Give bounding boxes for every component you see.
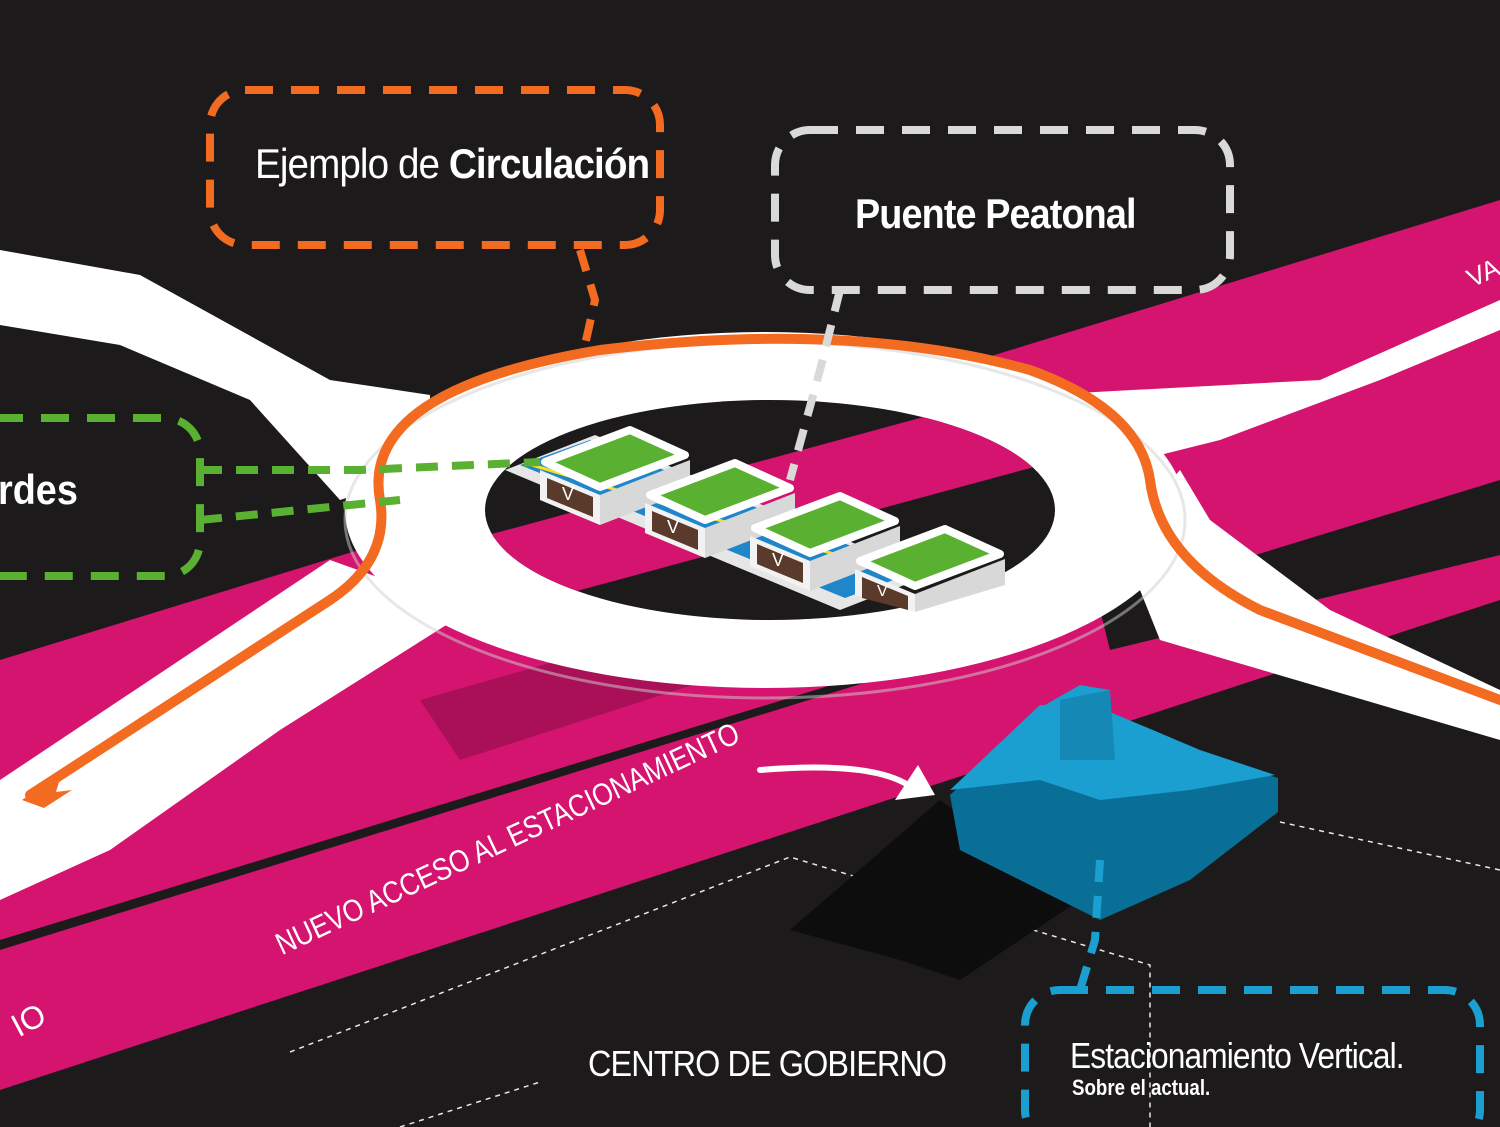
circulation-arrow-icon [22,772,72,808]
callout-circulacion-bold: Circulación [448,140,650,187]
callout-puente-pointer [786,289,844,482]
callout-circulacion-label: Ejemplo de Circulación [255,140,650,188]
bridge-module [750,492,900,591]
road-white-upper-left [0,250,430,500]
nuevo-acceso-arrow-head-icon [895,765,935,800]
callout-estacionamiento-box [1021,986,1484,1127]
callout-circulacion-box [206,86,664,249]
lot-outline-bottom [399,1081,541,1127]
callout-estacionamiento-pointer [1076,859,1104,992]
road-magenta-lower [0,555,1500,1090]
module-marker-1: V [562,484,575,504]
callout-estacionamiento-title: Estacionamiento Vertical. [1070,1035,1405,1076]
parking-shadow [790,800,1080,980]
callout-verdes-label: rdes [0,466,78,513]
road-white-lower-right [1120,470,1500,740]
module-marker-3: V [772,550,785,570]
bridge-module [540,426,690,525]
callout-puente-box [771,126,1234,294]
callout-circulacion-pointer [576,248,600,346]
parking-building [950,685,1278,920]
lot-outline-right [1279,821,1500,871]
module-marker-2: V [667,517,680,537]
callout-circulacion-prefix: Ejemplo de [255,140,449,187]
bridge-module [645,459,795,558]
nuevo-acceso-arrow [757,764,918,793]
callout-verdes-pointer [200,458,541,474]
bridge-module [855,525,1005,612]
road-white-upper-right [1040,300,1500,470]
callout-estacionamiento-subtitle: Sobre el actual. [1072,1075,1211,1100]
centro-de-gobierno-label: CENTRO DE GOBIERNO [588,1043,947,1084]
callout-puente-label: Puente Peatonal [855,190,1136,237]
road-white-lower-left [0,560,470,900]
pedestrian-bridge [505,426,1005,612]
module-marker-4: V [877,583,888,600]
